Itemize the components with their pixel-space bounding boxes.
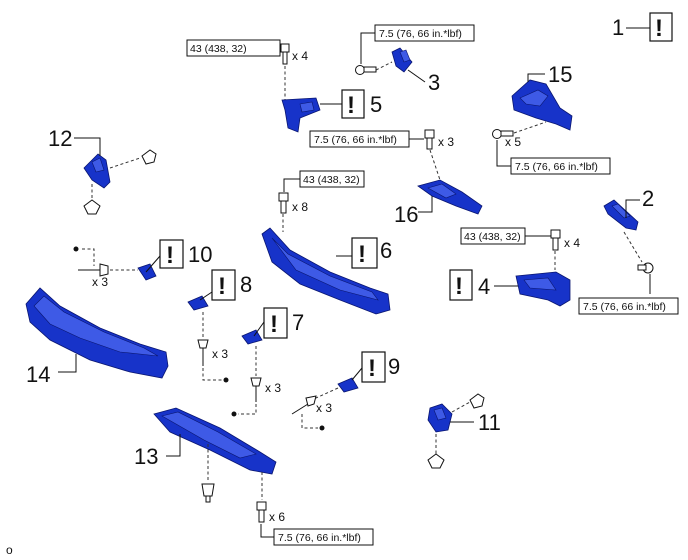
torque-75-top: 7.5 (76, 66 in.*lbf) [355, 24, 475, 75]
clip-icon [201, 483, 215, 503]
part-15-bracket: 15 [511, 62, 572, 131]
callout-3-number: 3 [428, 70, 440, 95]
screw-icon [492, 129, 514, 139]
bolt-icon [278, 192, 289, 214]
quantity-label: x 8 [292, 200, 308, 214]
clip-dot [223, 377, 229, 383]
caution-mark: ! [455, 273, 463, 300]
caution-mark: ! [358, 241, 366, 268]
clip-dot [73, 246, 79, 252]
callout-12-number: 12 [48, 126, 72, 151]
part-4-bracket: ! 4 [449, 269, 571, 307]
part-3-bracket: 3 [391, 47, 440, 95]
part-16-bracket: 16 [394, 179, 483, 227]
quantity-label: x 3 [438, 135, 454, 149]
caution-icon [449, 269, 473, 301]
caution-icon [361, 351, 386, 383]
caution-mark: ! [655, 15, 663, 42]
bolt-icon [550, 229, 561, 251]
diagram-code: o [6, 543, 13, 557]
torque-label: 43 (438, 32) [303, 174, 360, 186]
part-11-bracket: 11 [427, 393, 501, 469]
caution-icon [351, 237, 378, 269]
bolt-icon [256, 501, 267, 523]
callout-1: 1 ! [612, 12, 673, 42]
rivet-icon [291, 395, 317, 415]
callout-6-number: 6 [380, 238, 392, 263]
torque-label: 43 (438, 32) [464, 231, 521, 243]
part-13-reinforcement: 13 [134, 407, 277, 503]
callout-16-number: 16 [394, 202, 418, 227]
caution-mark: ! [368, 355, 376, 382]
quantity-label: x 4 [564, 236, 580, 250]
caution-icon [341, 89, 365, 119]
part-9-assembly: ! 9 x 3 [291, 351, 400, 431]
clip-dot [319, 425, 325, 431]
quantity-label: x 3 [316, 401, 332, 415]
torque-43-right: 43 (438, 32) x 4 [460, 227, 580, 270]
torque-label: 7.5 (76, 66 in.*lbf) [379, 28, 462, 40]
caution-mark: ! [347, 92, 355, 119]
caution-mark: ! [218, 273, 226, 300]
torque-75-mid: 7.5 (76, 66 in.*lbf) x 3 [309, 129, 454, 181]
rivet-icon [250, 377, 262, 402]
callout-7-number: 7 [292, 310, 304, 335]
callout-1-number: 1 [612, 15, 624, 40]
torque-75-right: x 5 7.5 (76, 66 in.*lbf) [492, 121, 611, 175]
quantity-label: x 3 [212, 347, 228, 361]
screw-icon [355, 65, 377, 75]
rivet-icon [78, 263, 109, 277]
quantity-label: x 3 [265, 381, 281, 395]
part-12-bracket: 12 [48, 126, 157, 215]
caution-icon [211, 269, 236, 301]
caution-mark: ! [166, 242, 174, 269]
torque-43-center: 43 (438, 32) x 8 [278, 170, 365, 232]
torque-label: 7.5 (76, 66 in.*lbf) [515, 161, 598, 173]
callout-4-number: 4 [478, 274, 490, 299]
part-14-absorber: 14 [25, 287, 169, 387]
torque-75-bottom: x 6 7.5 (76, 66 in.*lbf) [256, 501, 374, 546]
callout-9-number: 9 [388, 354, 400, 379]
part-5-bracket: ! 5 [281, 89, 382, 133]
callout-8-number: 8 [240, 272, 252, 297]
part-6-reinforcement: ! 6 [261, 227, 392, 315]
callout-11-number: 11 [478, 410, 501, 435]
part-8-assembly: ! 8 x 3 [187, 269, 252, 383]
quantity-label: x 6 [269, 510, 285, 524]
caution-icon [649, 12, 673, 42]
caution-icon [159, 239, 184, 269]
clip-icon [83, 199, 101, 215]
clip-icon [427, 453, 445, 469]
torque-label: 7.5 (76, 66 in.*lbf) [314, 134, 397, 146]
torque-43-top: 43 (438, 32) x 4 [186, 39, 308, 100]
caution-mark: ! [270, 311, 278, 338]
clip-icon [469, 393, 485, 409]
bolt-icon [424, 129, 435, 150]
caution-icon [263, 307, 288, 339]
torque-label: 7.5 (76, 66 in.*lbf) [278, 532, 361, 544]
callout-14-number: 14 [26, 362, 50, 387]
part-2-bracket: 2 7.5 (76, 66 in.*lbf) [578, 186, 679, 315]
bolt-icon [280, 43, 290, 65]
callout-13-number: 13 [134, 444, 158, 469]
clip-icon [141, 149, 157, 165]
rivet-icon [197, 339, 209, 366]
part-7-assembly: ! 7 x 3 [231, 307, 304, 417]
torque-label: 7.5 (76, 66 in.*lbf) [583, 301, 666, 313]
screw-icon [637, 262, 654, 274]
callout-15-number: 15 [548, 62, 572, 87]
callout-5-number: 5 [370, 92, 382, 117]
torque-label: 43 (438, 32) [190, 43, 247, 55]
quantity-label: x 4 [292, 49, 308, 63]
clip-dot [231, 411, 237, 417]
quantity-label: x 5 [505, 135, 521, 149]
part-10-assembly: x 3 ! 10 [73, 239, 212, 289]
callout-2-number: 2 [642, 186, 654, 211]
quantity-label: x 3 [92, 275, 108, 289]
callout-10-number: 10 [188, 242, 212, 267]
